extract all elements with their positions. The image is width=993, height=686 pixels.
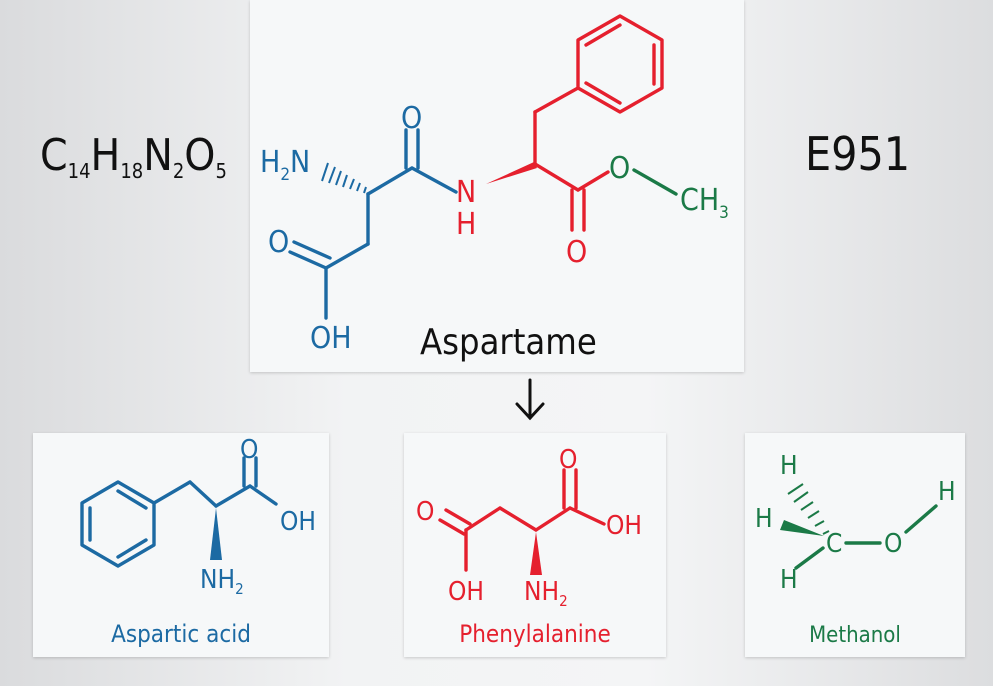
aspartame-name: Aspartame [420,322,597,363]
svg-text:H: H [456,207,476,242]
aspartame-structure: H2N O O OH N H O O [260,14,729,356]
methanol-name: Methanol [809,623,901,648]
molecular-formula: C14H18N2O5 [40,130,227,183]
svg-text:O: O [884,529,902,559]
phenylalanine-structure: O O OH OH NH2 [416,445,642,610]
svg-text:CH3: CH3 [680,183,729,223]
phenylalanine-name: Phenylalanine [459,620,611,648]
svg-text:O: O [240,435,258,465]
svg-text:O: O [401,101,422,136]
svg-text:H: H [780,451,798,481]
svg-text:OH: OH [310,321,352,356]
svg-text:O: O [609,151,630,186]
down-arrow-icon [515,378,545,421]
svg-text:O: O [268,225,289,260]
svg-text:OH: OH [280,507,316,537]
svg-text:OH: OH [606,511,642,541]
aspartic-acid-structure: O OH NH2 [80,435,316,598]
svg-text:OH: OH [448,577,484,607]
svg-text:NH2: NH2 [200,565,244,598]
svg-text:O: O [416,497,434,527]
aspartic-acid-name: Aspartic acid [111,620,251,648]
svg-text:H: H [938,477,956,507]
svg-text:NH2: NH2 [524,577,568,610]
methanol-structure: H H H C O H [755,451,956,595]
svg-text:H2N: H2N [260,145,310,185]
svg-text:H: H [780,565,798,595]
svg-text:O: O [566,235,587,270]
svg-text:C: C [826,529,842,559]
methanol-box [745,433,965,657]
svg-text:O: O [559,445,577,475]
svg-text:H: H [755,504,773,534]
e-number: E951 [805,127,910,181]
svg-text:N: N [456,175,476,210]
